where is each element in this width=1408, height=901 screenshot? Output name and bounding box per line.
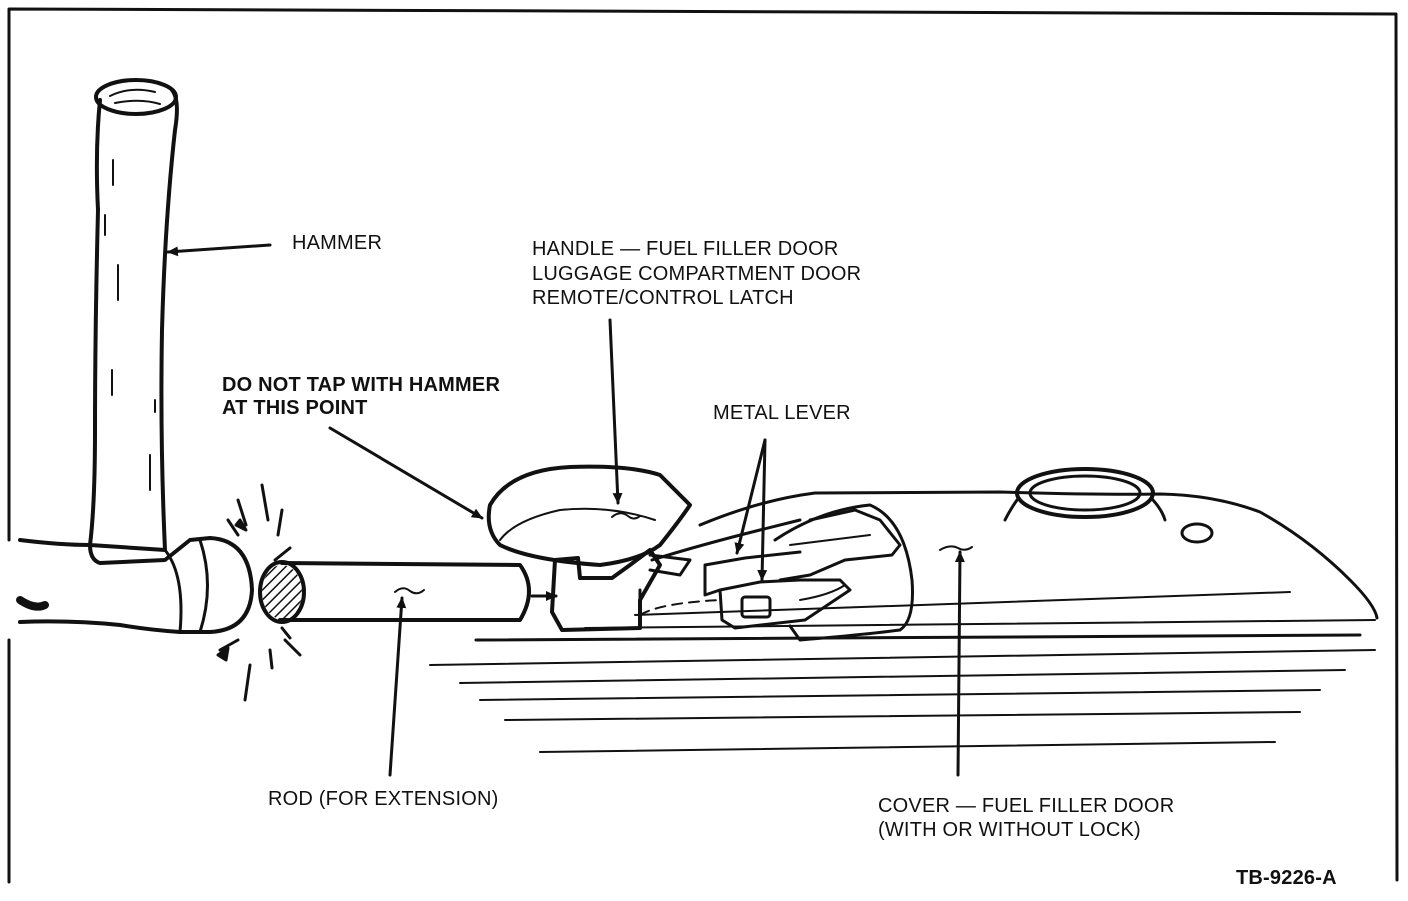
metal-lever-part <box>718 578 852 630</box>
leader-rod <box>388 596 407 777</box>
latch-handle-part <box>486 464 692 632</box>
label-handle-line2: LUGGAGE COMPARTMENT DOOR <box>532 263 862 285</box>
leader-handle <box>608 318 623 505</box>
label-handle-line1: HANDLE — FUEL FILLER DOOR <box>532 238 839 260</box>
leader-hammer <box>166 243 272 257</box>
vehicle-body-panel <box>429 467 1379 753</box>
figure-border <box>7 7 1399 884</box>
label-metal-lever: METAL LEVER <box>713 402 851 424</box>
label-handle-line3: REMOTE/CONTROL LATCH <box>532 287 794 309</box>
label-cover-line1: COVER — FUEL FILLER DOOR <box>878 795 1175 817</box>
leader-metal-lever-1 <box>734 438 767 555</box>
label-rod: ROD (FOR EXTENSION) <box>268 788 499 810</box>
hammer-part <box>16 78 302 702</box>
label-cover-line2: (WITH OR WITHOUT LOCK) <box>878 819 1141 841</box>
leader-cover <box>954 550 965 777</box>
extension-rod <box>258 560 531 624</box>
label-hammer: HAMMER <box>292 232 383 254</box>
label-do-not-tap-line2: AT THIS POINT <box>222 397 368 419</box>
label-do-not-tap-line1: DO NOT TAP WITH HAMMER <box>222 374 501 396</box>
leader-lines <box>166 243 965 777</box>
leader-metal-lever-2 <box>757 438 768 582</box>
figure-id: TB-9226-A <box>1236 867 1337 889</box>
leader-do-not-tap <box>328 426 484 520</box>
